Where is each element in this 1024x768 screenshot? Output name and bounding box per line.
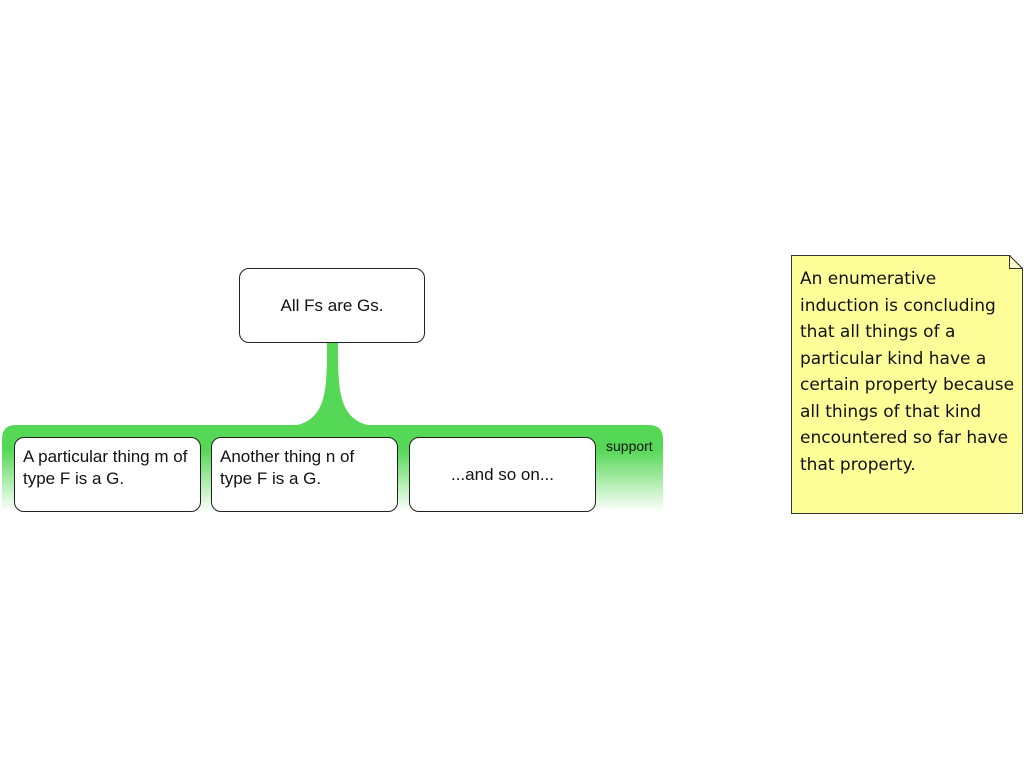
premise-node-2[interactable]: Another thing n of type F is a G. bbox=[211, 437, 398, 512]
support-stem bbox=[293, 343, 372, 426]
premise-node-3[interactable]: ...and so on... bbox=[409, 437, 596, 512]
conclusion-text: All Fs are Gs. bbox=[280, 295, 384, 315]
conclusion-node[interactable]: All Fs are Gs. bbox=[239, 268, 425, 343]
note-text: An enumerative induction is concluding t… bbox=[800, 269, 1015, 475]
support-label: support bbox=[606, 438, 653, 454]
premise-text: A particular thing m of type F is a G. bbox=[23, 447, 188, 488]
premise-text: ...and so on... bbox=[450, 464, 554, 484]
note-fold-corner bbox=[1009, 255, 1023, 269]
sticky-note[interactable]: An enumerative induction is concluding t… bbox=[791, 255, 1023, 514]
premise-node-1[interactable]: A particular thing m of type F is a G. bbox=[14, 437, 201, 512]
premise-text: Another thing n of type F is a G. bbox=[220, 447, 355, 488]
